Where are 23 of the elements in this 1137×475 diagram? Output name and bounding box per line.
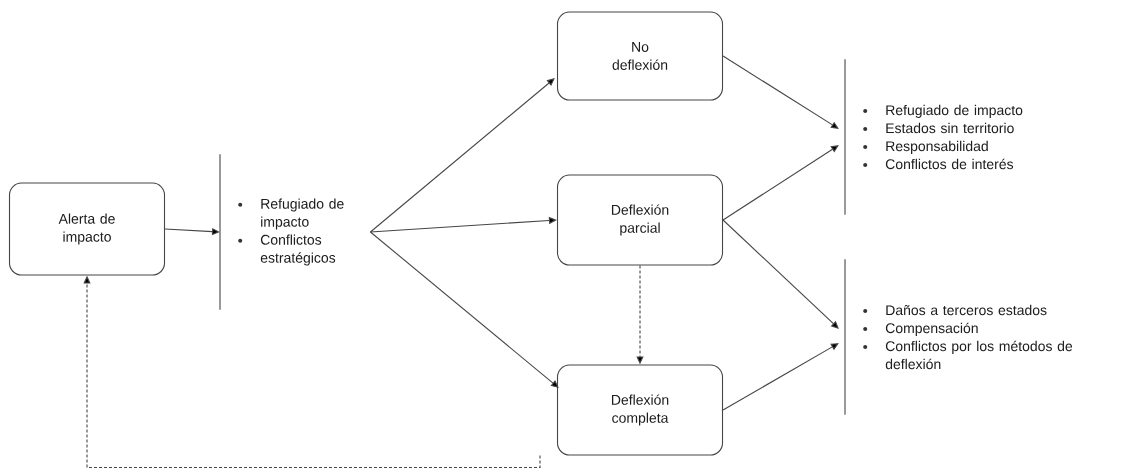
- node-label: Estados sin territorio: [886, 122, 1014, 134]
- process-box: Alerta de impacto: [8, 182, 166, 276]
- node-label: Conflictos de interés: [885, 158, 1014, 170]
- arrow: [722, 343, 839, 411]
- node-label: Conflictos estratégicos: [260, 234, 336, 266]
- bullet-list: Refugiado de impacto Estados sin territorio Responsabilidad Conflictos de interés: [844, 58, 1023, 216]
- process-box: Deflexión completa: [556, 364, 724, 456]
- arrow: [369, 216, 557, 233]
- arrow: [369, 78, 555, 233]
- arrow: [369, 231, 559, 388]
- node-label: Compensación: [885, 322, 978, 336]
- node-label: Refugiado de impacto: [886, 104, 1023, 118]
- node-label: Daños a terceros estados: [886, 304, 1047, 316]
- node-label: Responsabilidad: [886, 140, 988, 154]
- node-label: Refugiado de impacto: [261, 198, 344, 230]
- node-label: Conflictos por los métodos de deflexión: [885, 340, 1073, 370]
- arrow: [722, 219, 839, 329]
- arrow: [722, 145, 839, 221]
- process-box: No deflexión: [556, 11, 724, 101]
- bullet-list: Refugiado de impacto Conflictos estratégicos: [219, 153, 344, 311]
- bullet-list: Daños a terceros estados Compensación Conflictos por los métodos de deflexión: [844, 258, 1073, 416]
- arrow: [722, 55, 839, 129]
- process-box: Deflexión parcial: [556, 174, 724, 266]
